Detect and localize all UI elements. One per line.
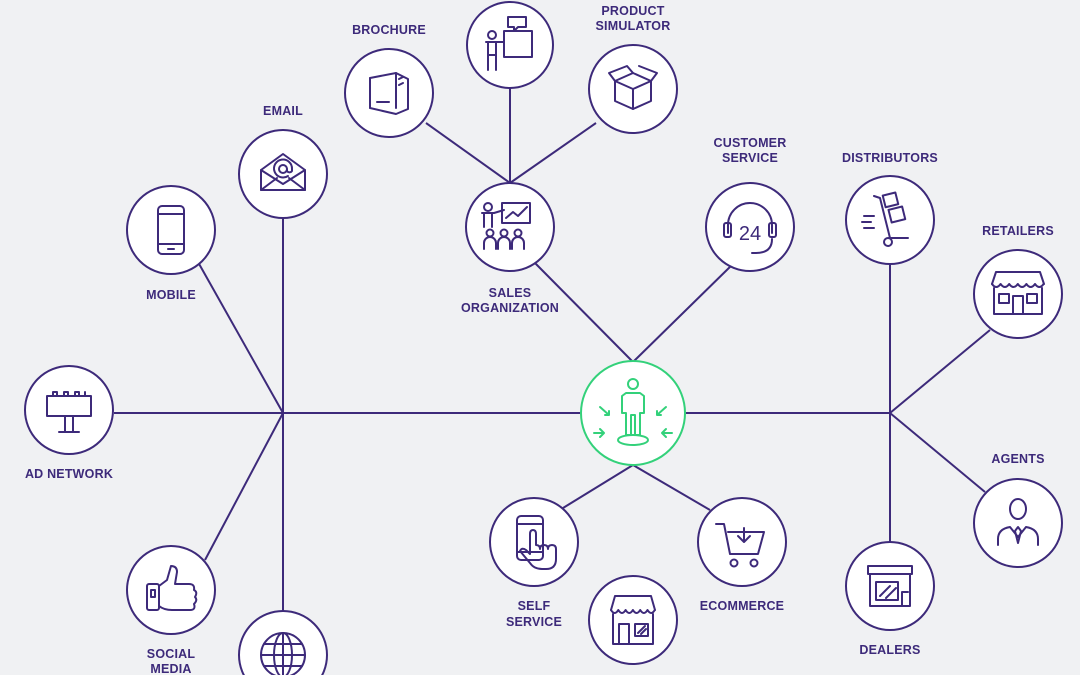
social-media-circle [126, 545, 216, 635]
edge-productsim-sales [509, 122, 597, 184]
center-circle [580, 360, 686, 466]
edge-custservice-center [632, 261, 736, 363]
billboard-icon [46, 391, 92, 433]
node-product-simulator[interactable]: PRODUCT SIMULATOR [588, 4, 678, 134]
presenter-board-icon [485, 16, 533, 71]
product-simulator-label-1: PRODUCT [601, 4, 664, 18]
node-globe[interactable] [238, 610, 328, 675]
hand-truck-icon [861, 191, 909, 247]
presenter-circle [466, 1, 554, 89]
edge-social-left-hub [204, 412, 284, 561]
dealers-label: DEALERS [859, 643, 920, 657]
edge-agents-right-hub [889, 412, 986, 493]
customer-service-label-1: CUSTOMER [714, 136, 787, 150]
presentation-audience-icon [481, 202, 531, 250]
mobile-label: MOBILE [146, 288, 196, 302]
agent-person-icon [997, 498, 1039, 546]
dealer-shop-icon [867, 565, 913, 607]
node-agents[interactable]: AGENTS [973, 452, 1063, 568]
customer-service-circle [705, 182, 795, 272]
self-service-circle [489, 497, 579, 587]
ecommerce-label: ECOMMERCE [700, 599, 784, 613]
distributors-label: DISTRIBUTORS [842, 151, 938, 165]
node-ad-network[interactable]: AD NETWORK [24, 365, 114, 481]
store-circle [588, 575, 678, 665]
shopping-cart-icon [715, 523, 765, 568]
brochure-label: BROCHURE [352, 23, 426, 37]
agents-label: AGENTS [991, 452, 1044, 466]
headset-24-text: 24 [739, 223, 761, 245]
edge-sales-center [533, 261, 634, 363]
customer-service-label-2: SERVICE [722, 151, 778, 165]
node-brochure[interactable]: BROCHURE [344, 23, 434, 138]
node-social-media[interactable]: SOCIAL MEDIA [126, 545, 216, 675]
ad-network-circle [24, 365, 114, 455]
retailers-label: RETAILERS [982, 224, 1054, 238]
hand-phone-icon [516, 515, 557, 570]
node-presenter[interactable] [466, 1, 554, 89]
envelope-at-icon [260, 153, 306, 191]
self-service-label-2: SERVICE [506, 615, 562, 629]
node-sales-organization[interactable]: SALES ORGANIZATION [461, 182, 559, 315]
agents-circle [973, 478, 1063, 568]
sales-organization-label-2: ORGANIZATION [461, 301, 559, 315]
node-email[interactable]: EMAIL [238, 104, 328, 219]
email-label: EMAIL [263, 104, 303, 118]
node-distributors[interactable]: DISTRIBUTORS [842, 151, 938, 265]
person-center-icon [593, 378, 673, 446]
node-dealers[interactable]: DEALERS [845, 541, 935, 657]
connector-lines [114, 88, 991, 612]
social-media-label-2: MEDIA [150, 662, 191, 675]
ecommerce-circle [697, 497, 787, 587]
thumbs-up-icon [146, 565, 198, 611]
self-service-label-1: SELF [518, 599, 551, 613]
edge-retailers-right-hub [889, 329, 991, 414]
node-ecommerce[interactable]: ECOMMERCE [697, 497, 787, 613]
globe-icon [260, 632, 306, 675]
ad-network-label: AD NETWORK [25, 467, 113, 481]
node-customer-service[interactable]: 24 CUSTOMER SERVICE [705, 136, 795, 272]
edge-center-ecommerce [632, 464, 711, 511]
product-simulator-label-2: SIMULATOR [596, 19, 671, 33]
book-icon [369, 72, 409, 115]
node-store[interactable] [588, 575, 678, 665]
node-self-service[interactable]: SELF SERVICE [489, 497, 579, 629]
distributors-circle [845, 175, 935, 265]
node-center[interactable] [580, 360, 686, 466]
node-mobile[interactable]: MOBILE [126, 185, 216, 302]
edge-brochure-sales [425, 122, 511, 184]
sales-organization-circle [465, 182, 555, 272]
storefront-icon [610, 595, 656, 645]
node-retailers[interactable]: RETAILERS [973, 224, 1063, 339]
edge-mobile-left-hub [197, 261, 284, 414]
social-media-label-1: SOCIAL [147, 647, 196, 661]
smartphone-icon [157, 205, 185, 255]
sales-organization-label-1: SALES [489, 286, 532, 300]
retail-shop-icon [991, 271, 1045, 315]
brochure-circle [344, 48, 434, 138]
mobile-circle [126, 185, 216, 275]
open-box-icon [608, 65, 658, 110]
headset-24-icon [723, 202, 777, 254]
edge-center-selfservice [562, 464, 634, 509]
retailers-circle [973, 249, 1063, 339]
